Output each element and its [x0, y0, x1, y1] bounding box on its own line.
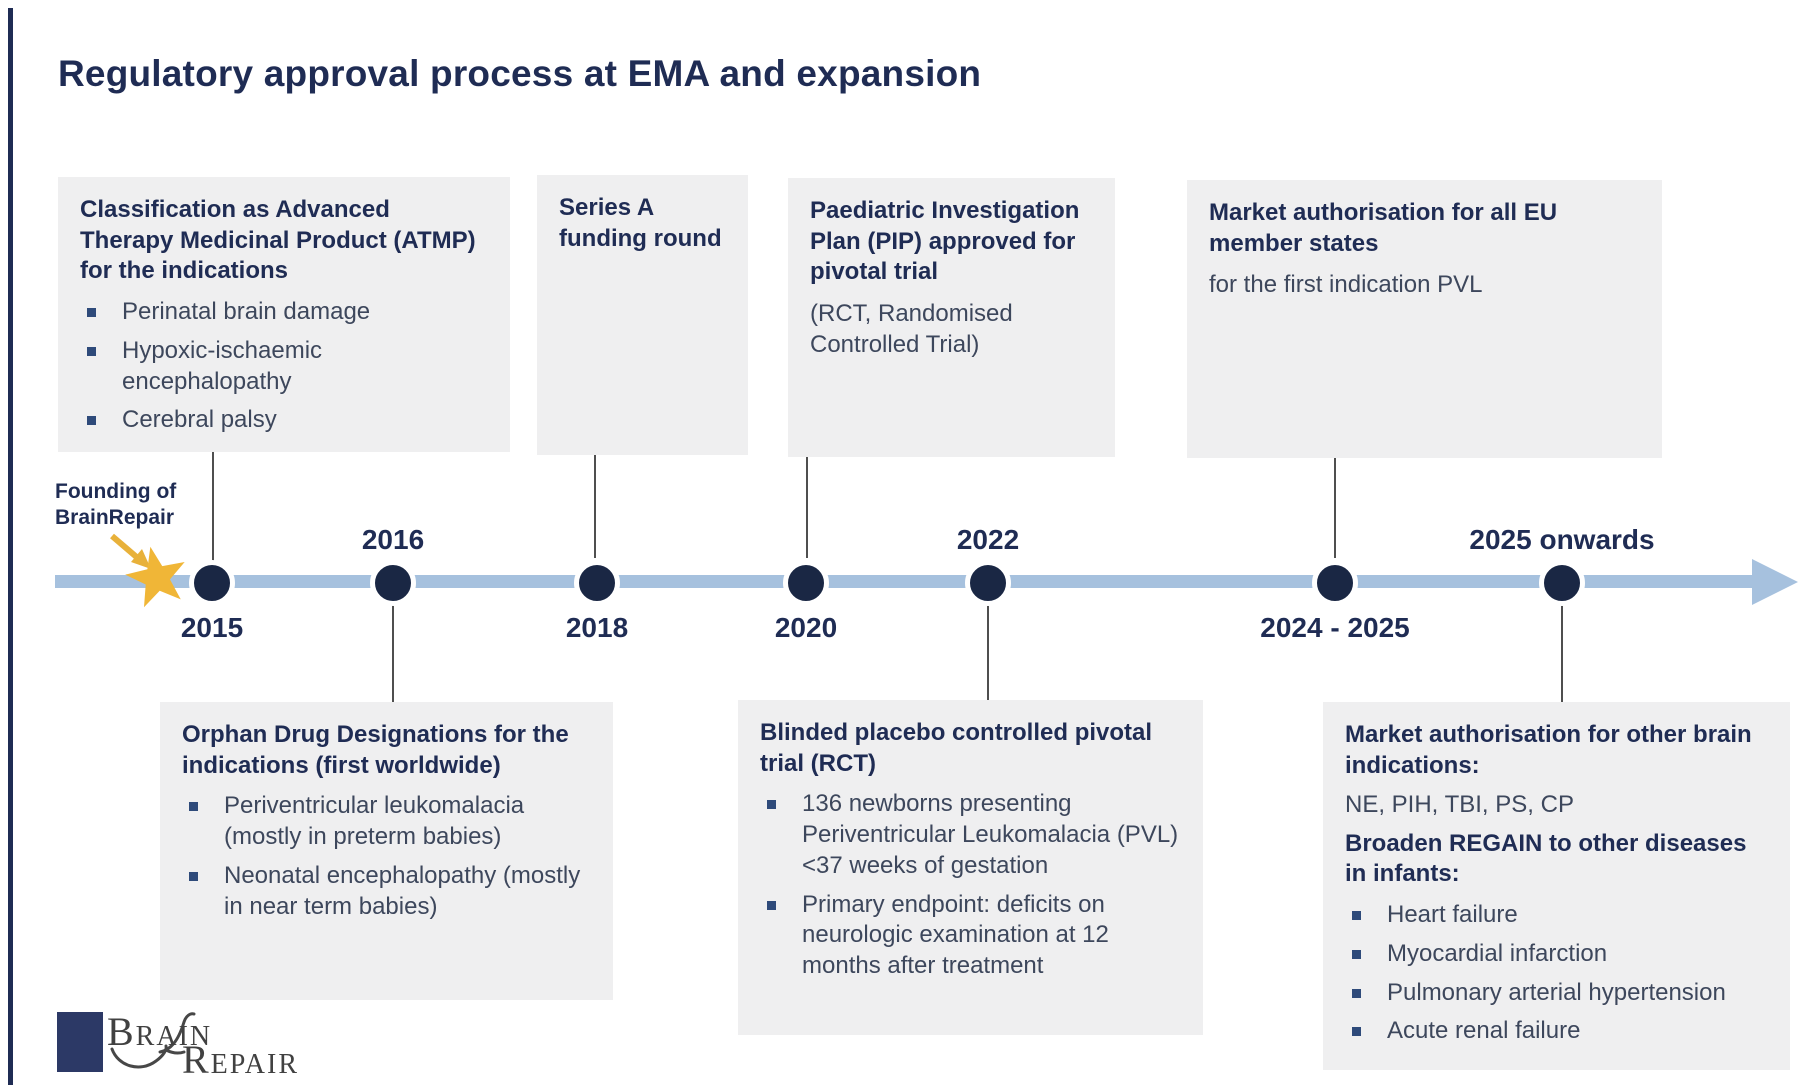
founding-arrow-icon	[110, 533, 151, 569]
list-item: Acute renal failure	[1345, 1016, 1768, 1047]
connector-line-2018	[594, 455, 596, 558]
year-label-2015: 2015	[180, 612, 244, 643]
bullet-list: Perinatal brain damage Hypoxic-ischaemic…	[80, 297, 488, 436]
bullet-square-icon	[189, 871, 198, 881]
connector-line-2015	[212, 452, 214, 562]
list-item: Cerebral palsy	[80, 405, 488, 436]
list-item: Pulmonary arterial hypertension	[1345, 978, 1768, 1009]
bullet-text: Myocardial infarction	[1387, 939, 1608, 967]
callout-title: Paediatric Investigation Plan (PIP) appr…	[810, 197, 1080, 286]
list-item: Myocardial infarction	[1345, 939, 1768, 970]
year-label-2020: 2020	[774, 612, 838, 643]
year-label-2016: 2016	[361, 524, 425, 555]
callout-market-authorisation-eu: Market authorisation for all EU member s…	[1187, 180, 1662, 458]
brainrepair-logo-word-repair: Repair	[182, 1037, 300, 1082]
list-item: Perinatal brain damage	[80, 297, 488, 328]
year-label-2022: 2022	[956, 524, 1020, 555]
brainrepair-logo-word-brain: Brain	[107, 1009, 213, 1054]
bullet-square-icon	[767, 800, 776, 810]
timeline-dot-2024-2025	[1312, 560, 1358, 606]
bullet-square-icon	[87, 308, 96, 318]
bullet-text: Perinatal brain damage	[122, 298, 371, 326]
connector-line-2016	[392, 602, 394, 702]
list-item: Hypoxic-ischaemic encephalopathy	[80, 336, 488, 397]
callout-title: Classification as Advanced Therapy Medic…	[80, 196, 476, 285]
bullet-text: Neonatal encephalopathy (mostly in near …	[224, 861, 581, 920]
bullet-text: Cerebral palsy	[122, 406, 277, 434]
bullet-text: Heart failure	[1387, 901, 1518, 929]
callout-atmp-classification: Classification as Advanced Therapy Medic…	[58, 177, 510, 452]
bullet-text: 136 newborns presenting Periventricular …	[802, 790, 1179, 879]
bullet-text: Acute renal failure	[1387, 1017, 1581, 1045]
connector-line-2025	[1561, 604, 1563, 702]
timeline-arrowhead-icon	[1752, 559, 1798, 605]
founding-label-line2: BrainRepair	[55, 505, 175, 529]
timeline-dot-2018	[574, 560, 620, 606]
timeline-dot-2020	[783, 560, 829, 606]
list-item: Heart failure	[1345, 900, 1768, 931]
bullet-square-icon	[767, 900, 776, 910]
bullet-text: Pulmonary arterial hypertension	[1387, 978, 1726, 1006]
callout-body: (RCT, Randomised Controlled Trial)	[810, 300, 1013, 359]
founding-label-line1: Founding of	[55, 480, 177, 503]
bullet-square-icon	[87, 346, 96, 356]
timeline-dot-2025-onwards	[1539, 560, 1585, 606]
callout-pip-approval: Paediatric Investigation Plan (PIP) appr…	[788, 178, 1115, 457]
list-item: Neonatal encephalopathy (mostly in near …	[182, 861, 591, 922]
year-label-2025-onwards: 2025 onwards	[1469, 524, 1655, 555]
callout-series-a: Series A funding round	[537, 175, 748, 455]
timeline-dot-2015	[189, 560, 235, 606]
bullet-list: Periventricular leukomalacia (mostly in …	[182, 791, 591, 922]
bullet-square-icon	[1352, 988, 1361, 998]
callout-title: Blinded placebo controlled pivotal trial…	[760, 719, 1153, 777]
year-label-2018: 2018	[565, 612, 629, 643]
year-label-2024-2025: 2024 - 2025	[1260, 612, 1410, 643]
callout-body: for the first indication PVL	[1209, 271, 1483, 299]
connector-line-2022	[987, 604, 989, 700]
list-item: Primary endpoint: deficits on neurologic…	[760, 890, 1181, 982]
callout-title: Market authorisation for all EU member s…	[1209, 199, 1558, 257]
brainrepair-logo-square	[57, 1012, 103, 1072]
timeline-band	[55, 575, 1755, 588]
callout-title: Orphan Drug Designations for the indicat…	[182, 721, 569, 779]
bullet-text: Hypoxic-ischaemic encephalopathy	[122, 336, 323, 395]
callout-subtitle: Broaden REGAIN to other diseases in infa…	[1345, 829, 1747, 888]
bullet-list: 136 newborns presenting Periventricular …	[760, 789, 1181, 981]
bullet-list: Heart failure Myocardial infarction Pulm…	[1345, 900, 1768, 1047]
page-title: Regulatory approval process at EMA and e…	[58, 52, 982, 94]
list-item: Periventricular leukomalacia (mostly in …	[182, 791, 591, 852]
timeline-dot-2022	[965, 560, 1011, 606]
callout-market-authorisation-other: Market authorisation for other brain ind…	[1323, 702, 1790, 1070]
bullet-text: Primary endpoint: deficits on neurologic…	[802, 890, 1109, 980]
timeline-dot-2016	[370, 560, 416, 606]
callout-pivotal-trial: Blinded placebo controlled pivotal trial…	[738, 700, 1203, 1035]
left-accent-bar	[8, 8, 13, 1085]
bullet-text: Periventricular leukomalacia (mostly in …	[224, 792, 525, 851]
callout-body: NE, PIH, TBI, PS, CP	[1345, 791, 1574, 819]
callout-orphan-drug: Orphan Drug Designations for the indicat…	[160, 702, 613, 1000]
bullet-square-icon	[189, 802, 198, 812]
founding-label: Founding of BrainRepair	[55, 479, 176, 530]
connector-line-2020	[806, 457, 808, 558]
list-item: 136 newborns presenting Periventricular …	[760, 789, 1181, 881]
bullet-square-icon	[87, 416, 96, 426]
connector-line-2024	[1334, 458, 1336, 558]
callout-title: Market authorisation for other brain ind…	[1345, 721, 1752, 779]
callout-title: Series A funding round	[559, 194, 722, 252]
bullet-square-icon	[1352, 911, 1361, 921]
bullet-square-icon	[1352, 1027, 1361, 1037]
bullet-square-icon	[1352, 949, 1361, 959]
